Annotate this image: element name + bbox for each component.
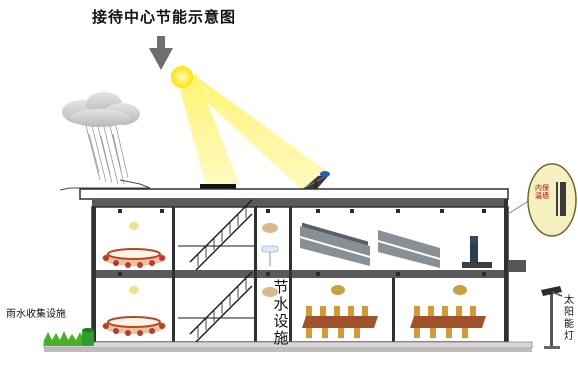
dining-table-right <box>410 285 486 338</box>
arrow-down-icon <box>149 36 173 70</box>
auditorium-seating <box>300 222 440 268</box>
rain-drops <box>85 125 129 185</box>
washbasin-icon-upper <box>261 223 279 266</box>
solar-street-light-icon <box>541 286 563 349</box>
solar-street-light-label: 太阳能灯 <box>564 295 574 342</box>
rain-cloud-icon <box>62 92 140 127</box>
wall-insulation-callout <box>507 163 577 237</box>
sun-icon <box>171 66 193 88</box>
podium <box>462 236 492 268</box>
round-banquet-table-upper <box>102 222 166 268</box>
water-saving-facility-label: 节水设施 <box>273 278 289 347</box>
staircase <box>178 199 254 343</box>
washbasin-icon-lower <box>262 287 278 297</box>
grass-strip <box>44 331 92 346</box>
skylight <box>200 184 236 190</box>
round-banquet-table-lower <box>102 286 166 336</box>
dining-table-left <box>302 285 378 338</box>
wall-insulation-label: 内保温墙 <box>535 184 549 200</box>
slab-joints <box>118 209 486 276</box>
sunbeam-to-solar-panel <box>190 72 328 190</box>
rain-barrel-icon <box>82 328 94 346</box>
rain-gutter-pipe <box>59 179 151 191</box>
rainwater-collection-label: 雨水收集设施 <box>6 309 66 320</box>
sunbeam-to-skylight <box>178 74 240 186</box>
diagram-title: 接待中心节能示意图 <box>92 8 237 26</box>
